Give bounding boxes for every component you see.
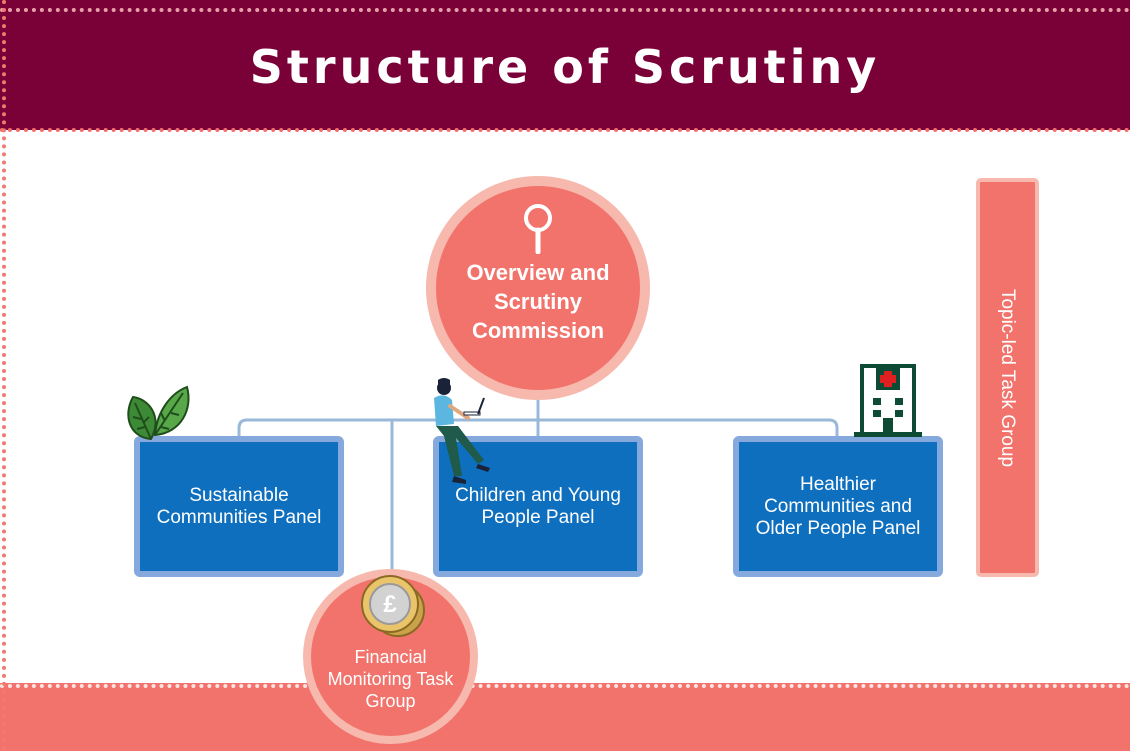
page-title: Structure of Scrutiny: [249, 40, 881, 94]
header-banner: [0, 0, 1130, 130]
healthier-communities-panel: Healthier Communities and Older People P…: [733, 436, 943, 577]
connector-horizontal: [237, 418, 839, 436]
left-stitch: [2, 0, 6, 751]
pound-coin-icon: £: [361, 575, 425, 637]
footer-band: [0, 683, 1130, 751]
panel-label: Healthier Communities and Older People P…: [755, 473, 921, 539]
magnifier-icon: [524, 204, 552, 254]
panel-label: Sustainable Communities Panel: [156, 484, 322, 528]
header-stitch-bottom: [0, 128, 1130, 132]
topic-led-task-group: [976, 178, 1039, 577]
commission-circle: [436, 186, 640, 390]
topic-label: Topic-led Task Group: [997, 288, 1018, 468]
svg-text:£: £: [383, 591, 397, 618]
header-stitch-top: [0, 8, 1130, 12]
panel-label: Children and Young People Panel: [455, 484, 621, 528]
commission-label: Overview and Scrutiny Commission: [466, 260, 610, 343]
hospital-icon: [854, 364, 922, 437]
children-young-people-panel: Children and Young People Panel: [433, 436, 643, 577]
footer-stitch: [0, 684, 1130, 688]
sustainable-communities-panel: Sustainable Communities Panel: [134, 436, 344, 577]
leaves-icon: [127, 385, 190, 441]
person-laptop-icon: [434, 378, 490, 484]
financial-label: Financial Monitoring Task Group: [327, 647, 454, 711]
